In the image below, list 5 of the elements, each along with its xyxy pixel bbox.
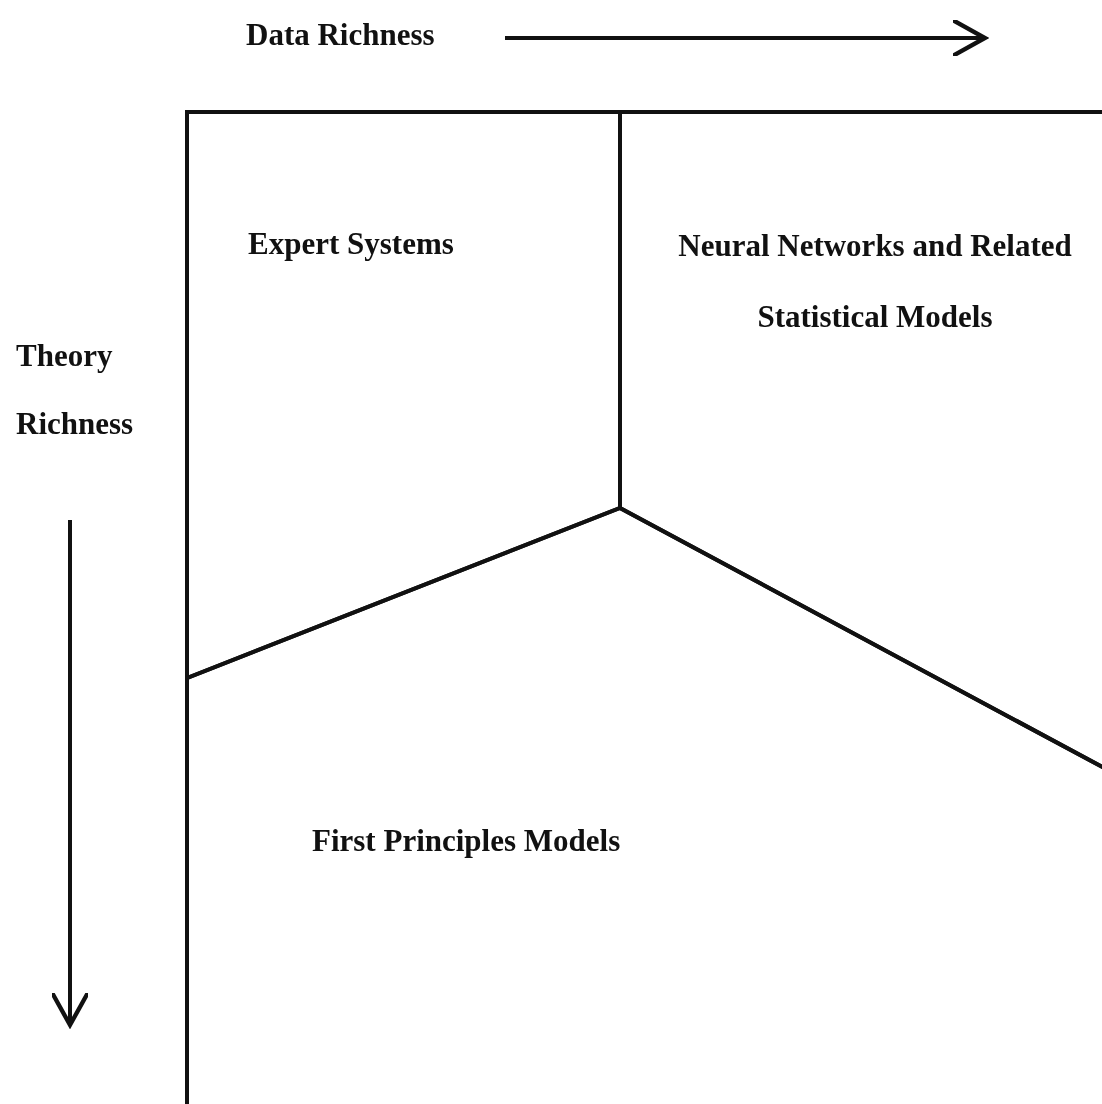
region-label: Expert Systems xyxy=(248,225,455,263)
axis-label: Data Richness xyxy=(246,16,436,54)
axis-label: Theory Richness xyxy=(16,337,135,444)
region-label: Neural Networks and Related Statistical Models xyxy=(677,227,1073,337)
region-label: First Principles Models xyxy=(312,822,622,860)
